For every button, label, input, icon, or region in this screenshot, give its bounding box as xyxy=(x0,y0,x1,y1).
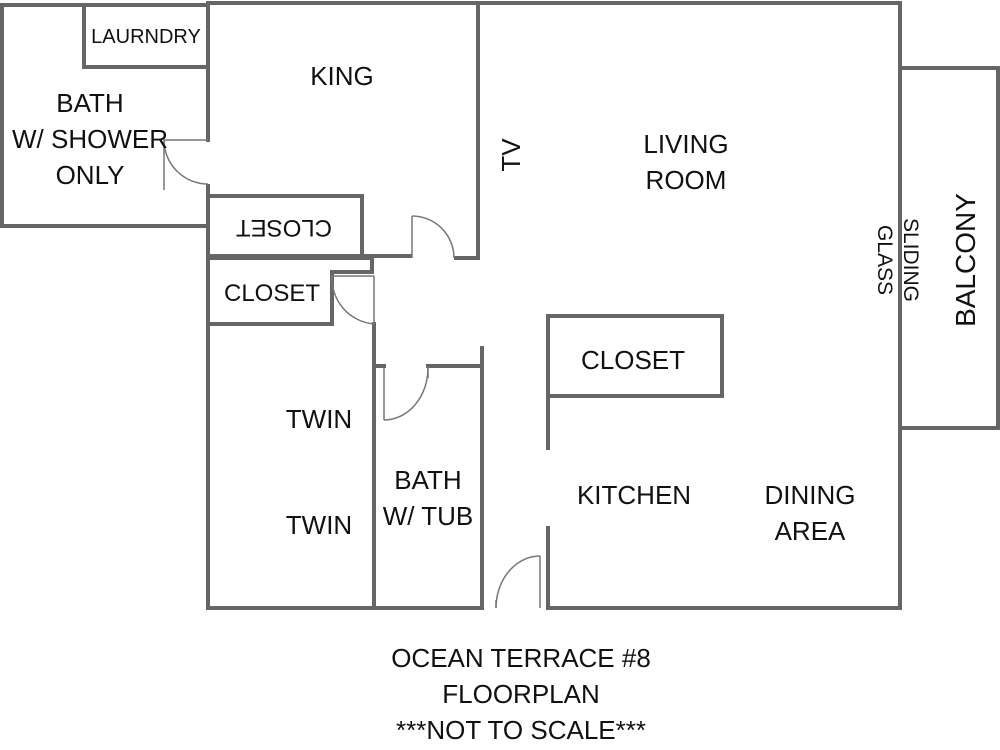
door-bath-shower xyxy=(163,139,209,190)
king-label: KING xyxy=(310,61,374,91)
bath-shower-label-1: BATH xyxy=(56,88,123,118)
bath-shower-wall xyxy=(0,3,210,228)
laundry-label: LAURNDRY xyxy=(91,26,201,48)
laundry-wall xyxy=(82,3,210,69)
closet-kitchen-label: CLOSET xyxy=(581,345,685,375)
closet-hall-label: CLOSET xyxy=(224,280,320,307)
twin-1-label: TWIN xyxy=(286,404,352,434)
caption-subtitle: FLOORPLAN xyxy=(442,679,600,709)
bath-tub-label-1: BATH xyxy=(394,465,461,495)
living-room-label-1: LIVING xyxy=(643,129,728,159)
king-right-wall xyxy=(454,1,480,260)
dining-area-label-1: DINING xyxy=(765,480,856,510)
tv-label: TV xyxy=(496,138,526,172)
walls xyxy=(0,1,1000,610)
closet-king-label: CLOSET xyxy=(236,214,332,241)
caption-title: OCEAN TERRACE #8 xyxy=(391,643,651,673)
king-closet-wall xyxy=(206,194,412,258)
sliding-glass-label-1: SLIDING xyxy=(899,218,922,302)
door-entry xyxy=(495,555,541,609)
door-king xyxy=(411,215,455,259)
bath-shower-label-2: W/ SHOWER xyxy=(12,124,168,154)
kitchen-closet-wall xyxy=(546,314,724,398)
room-labels: LAURNDRY BATH W/ SHOWER ONLY KING CLOSET… xyxy=(12,26,981,546)
hall-closet-wall xyxy=(206,256,374,326)
twin-2-label: TWIN xyxy=(286,510,352,540)
kitchen-label: KITCHEN xyxy=(577,480,691,510)
bath-shower-label-3: ONLY xyxy=(56,160,125,190)
caption-note: ***NOT TO SCALE*** xyxy=(396,715,646,745)
door-hall-closet xyxy=(331,275,375,325)
caption: OCEAN TERRACE #8 FLOORPLAN ***NOT TO SCA… xyxy=(391,643,651,745)
living-room-label-2: ROOM xyxy=(646,165,727,195)
dining-area-label-2: AREA xyxy=(775,516,846,546)
bath-tub-label-2: W/ TUB xyxy=(383,501,474,531)
balcony-wall xyxy=(898,66,1000,430)
door-bath-tub xyxy=(383,366,429,421)
doors xyxy=(163,139,541,609)
balcony-label: BALCONY xyxy=(950,193,981,327)
sliding-glass-label-2: GLASS xyxy=(873,225,896,295)
